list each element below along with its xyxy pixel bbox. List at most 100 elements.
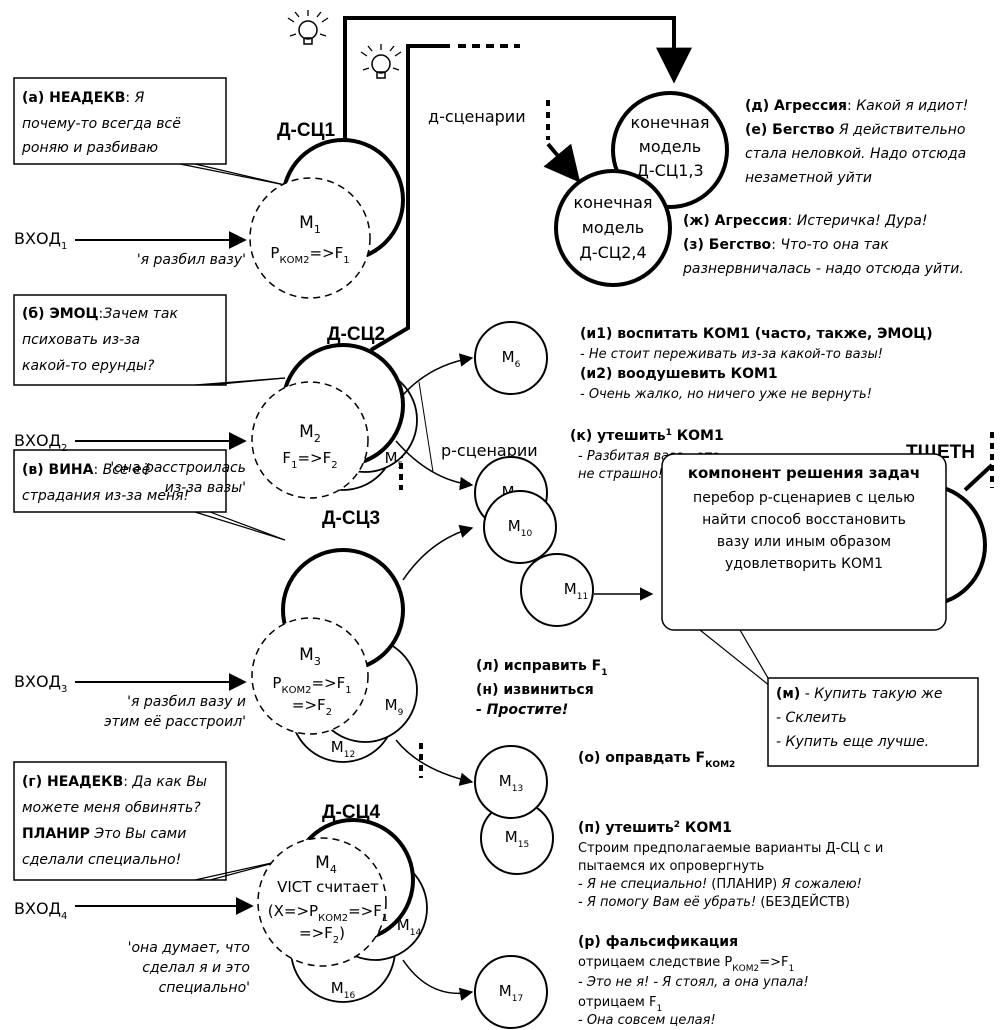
response-p-line2: пытаемся их опровергнуть <box>578 859 764 874</box>
response-l-head: (л) исправить F1 <box>476 658 608 678</box>
response-p-head: (п) утешить2 КОМ1 <box>578 820 732 836</box>
callout-g: (г) НЕАДЕКВ: Да как Вы можете меня обвин… <box>13 761 286 881</box>
m4-line1: VICT считает <box>277 878 379 896</box>
m1-rule: PКОМ2=>F1 <box>270 244 349 266</box>
svg-text:(в) ВИНА: Все её: (в) ВИНА: Все её <box>22 462 150 478</box>
tshchetn-connector <box>963 463 994 492</box>
input-2-quote-line2: из-за вазы' <box>165 480 246 496</box>
reaction-z: (з) Бегство: Что-то она так <box>683 237 889 253</box>
reaction-zh: (ж) Агрессия: Истеричка! Дура! <box>683 213 927 229</box>
response-n-head: (н) извиниться <box>476 682 594 698</box>
final-model-1-line2: модель <box>639 137 701 156</box>
input-1-quote: 'я разбил вазу' <box>137 252 246 268</box>
m10-label: M10 <box>508 517 533 539</box>
final-model-2-line2: модель <box>582 218 644 237</box>
model-m6 <box>474 321 548 395</box>
response-p-line1: Строим предполагаемые варианты Д-СЦ с и <box>578 841 883 856</box>
svg-text:(г) НЕАДЕКВ: Да как Вы: (г) НЕАДЕКВ: Да как Вы <box>22 774 207 790</box>
m5-label: M5 <box>385 449 404 471</box>
svg-text:(а) НЕАДЕКВ: Я: (а) НЕАДЕКВ: Я <box>22 90 145 106</box>
svg-text:удовлетворить КОМ1: удовлетворить КОМ1 <box>725 556 883 572</box>
dsc2-label: Д-СЦ2 <box>327 324 385 345</box>
m3-rule: PКОМ2=>F1 <box>272 674 351 696</box>
response-o-head: (о) оправдать FКОМ2 <box>578 750 735 770</box>
m17-label: M17 <box>499 982 523 1004</box>
callout-a: (а) НЕАДЕКВ: Я почему-то всегда всё роня… <box>13 77 286 186</box>
reaction-z-line2: разнервничалась - надо отсюда уйти. <box>682 261 964 277</box>
model-m13 <box>474 745 548 819</box>
model-m4 <box>257 837 387 967</box>
d-scenarii-label: д-сценарии <box>428 107 526 126</box>
svg-text:(б) ЭМОЦ:Зачем так: (б) ЭМОЦ:Зачем так <box>22 306 178 322</box>
model-m3 <box>251 617 369 735</box>
dsc4-label: Д-СЦ4 <box>322 802 380 823</box>
dsc1-route-line <box>343 16 692 145</box>
reaction-e-line2: стала неловкой. Надо отсюда <box>745 146 966 162</box>
response-i1-head: (и1) воспитать КОМ1 (часто, также, ЭМОЦ) <box>580 326 933 342</box>
model-m10 <box>483 490 557 564</box>
reaction-d: (д) Агрессия: Какой я идиот! <box>745 98 968 114</box>
final-model-1-line3: Д-СЦ1,3 <box>636 161 703 180</box>
callout-v: (в) ВИНА: Все её страдания из-за меня! <box>13 449 286 541</box>
final-model-2-line3: Д-СЦ2,4 <box>579 243 646 262</box>
input-3-quote-line1: 'я разбил вазу и <box>127 694 246 710</box>
svg-text:(м) - Купить такую же: (м) - Купить такую же <box>776 686 942 702</box>
model-m2 <box>251 381 369 499</box>
r-scenario-bracket <box>418 381 434 473</box>
m2-rule: F1=>F2 <box>282 449 337 471</box>
svg-text:перебор р-сценариев с целью: перебор р-сценариев с целью <box>693 490 915 506</box>
dsc3-label: Д-СЦ3 <box>322 508 380 529</box>
arrow-to-m10 <box>402 524 474 581</box>
response-r-head: (р) фальсификация <box>578 934 738 950</box>
callout-m: (м) - Купить такую же - Склеить - Купить… <box>699 629 979 767</box>
m16-label: M16 <box>331 979 356 1001</box>
m14-label: M14 <box>397 916 422 938</box>
input-2-label: ВХОД2 <box>14 431 67 454</box>
svg-text:роняю и разбиваю: роняю и разбиваю <box>21 140 158 156</box>
svg-text:сделали специально!: сделали специально! <box>22 852 181 868</box>
response-r-line2: - Это не я! - Я стоял, а она упала! <box>578 975 809 990</box>
lightbulb-icon <box>287 10 329 45</box>
model-m11 <box>520 553 594 627</box>
model-m17 <box>474 955 548 1029</box>
svg-text:можете меня обвинять?: можете меня обвинять? <box>22 800 201 816</box>
input-3-quote-line2: этим её расстроил' <box>104 714 246 730</box>
svg-text:вазу или иным образом: вазу или иным образом <box>717 534 891 550</box>
svg-text:почему-то всегда всё: почему-то всегда всё <box>22 116 181 132</box>
lightbulb-icon <box>360 44 402 79</box>
final-model2-arrow <box>543 142 581 183</box>
reaction-e: (е) Бегство Я действительно <box>745 122 965 138</box>
m4-rule: (X=>PКОМ2=>F1 <box>268 902 388 924</box>
callout-b: (б) ЭМОЦ:Зачем так психовать из-за какой… <box>13 294 286 386</box>
problem-solver-title: компонент решения задач <box>688 464 920 482</box>
svg-text:найти способ восстановить: найти способ восстановить <box>702 512 906 528</box>
m11-label: M11 <box>564 580 588 602</box>
m13-label: M13 <box>499 772 523 794</box>
model-m1 <box>249 177 371 299</box>
svg-text:какой-то ерунды?: какой-то ерунды? <box>22 358 155 374</box>
svg-text:- Склеить: - Склеить <box>776 710 847 726</box>
response-k-head: (к) утешить1 КОМ1 <box>570 428 724 444</box>
response-k-line2: не страшно! <box>578 467 663 482</box>
r-scenario-arrow-m8 <box>395 440 474 491</box>
response-r-line3: отрицаем F1 <box>578 995 662 1014</box>
m6-label: M6 <box>502 348 521 370</box>
reaction-e-line3: незаметной уйти <box>745 170 872 186</box>
input-4-quote-line3: специально' <box>159 980 250 996</box>
response-p-line4: - Я помогу Вам её убрать! (БЕЗДЕЙСТВ) <box>578 894 850 910</box>
m1-label: M1 <box>299 213 321 236</box>
m9-label: M9 <box>385 696 404 718</box>
r-scenario-arrow-m6 <box>402 353 474 396</box>
m3-label: M3 <box>299 645 321 668</box>
svg-text:ПЛАНИР Это Вы сами: ПЛАНИР Это Вы сами <box>22 826 186 842</box>
m4-label: M4 <box>315 853 337 876</box>
m12-label: M12 <box>331 738 355 760</box>
input-1-label: ВХОД1 <box>14 229 67 252</box>
r-scenarii-label: р-сценарии <box>441 441 538 460</box>
problem-solver-box: компонент решения задач перебор р-сценар… <box>661 453 947 631</box>
response-r-line4: - Она совсем целая! <box>578 1013 716 1028</box>
m15-label: M15 <box>505 828 529 850</box>
input-2-quote-line1: 'она расстроилась <box>110 460 246 476</box>
dsc2-route-line <box>369 44 450 352</box>
response-r-line1: отрицаем следствие PКОМ2=>F1 <box>578 955 794 974</box>
